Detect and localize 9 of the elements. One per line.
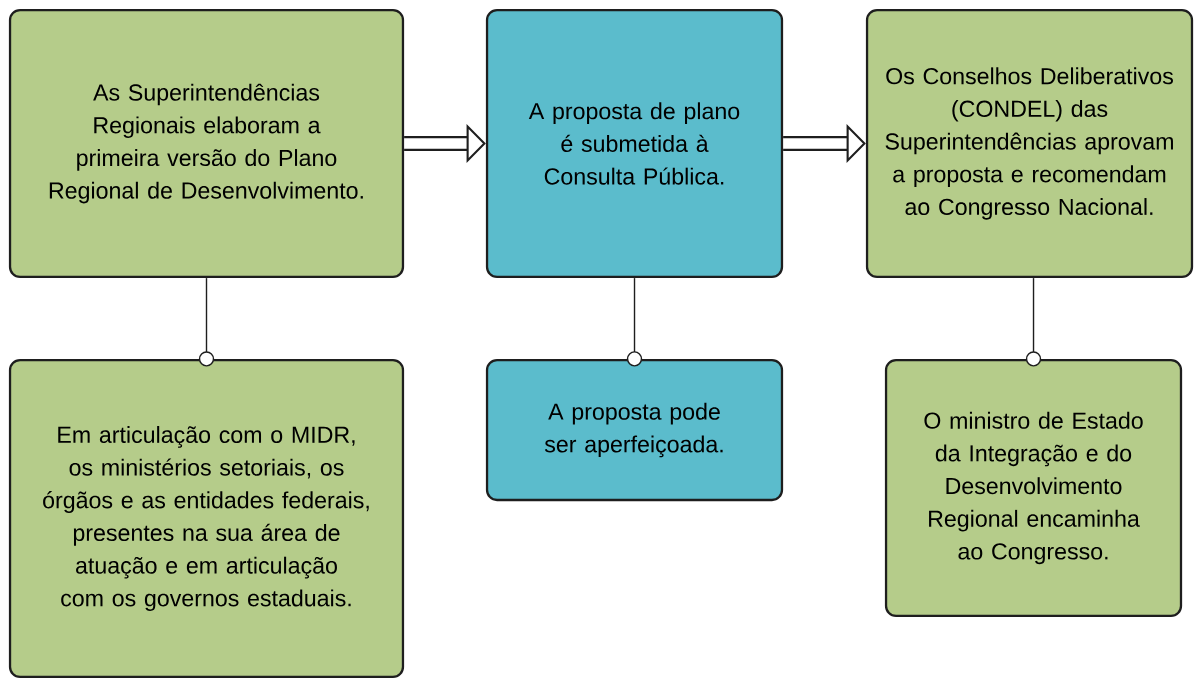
connector-line (1025, 277, 1042, 367)
process-box: Em articulação com o MIDR, os ministérios setoriais, os órgãos e as entidades federais, presentes na sua área de atuação e em articulação com os governos estaduais. (8, 358, 405, 679)
connector-line (198, 277, 215, 367)
process-box: As Superintendências Regionais elaboram a primeira versão do Plano Regional de Desenvolvimento. (8, 8, 405, 279)
process-box: O ministro de Estado da Integração e do Desenvolvimento Regional encaminha ao Congresso. (884, 358, 1183, 618)
connector-line (626, 277, 643, 367)
process-box: Os Conselhos Deliberativos (CONDEL) das Superintendências aprovam a proposta e recomendam ao Congresso Nacional. (865, 8, 1194, 279)
process-box: A proposta pode ser aperfeiçoada. (485, 358, 784, 502)
process-box: A proposta de plano é submetida à Consulta Pública. (485, 8, 784, 279)
